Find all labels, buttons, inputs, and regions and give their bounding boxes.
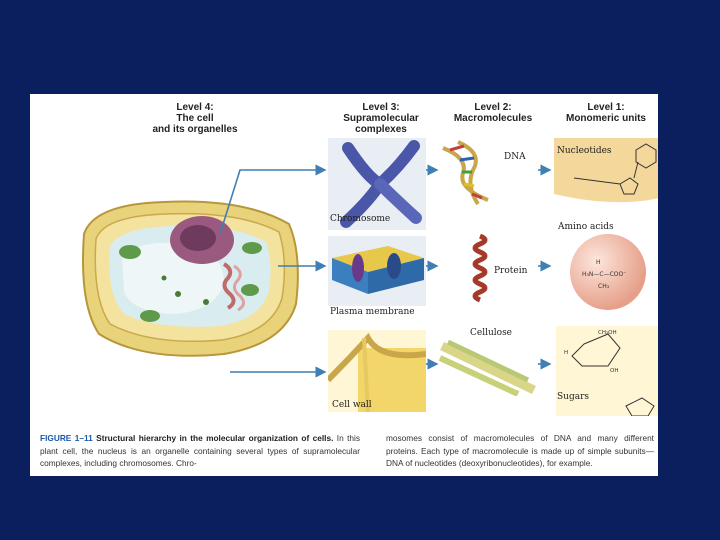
level-1-header: Level 1: Monomeric units <box>552 102 658 124</box>
level-4-line-3: and its organelles <box>152 124 238 135</box>
figure-title: Structural hierarchy in the molecular or… <box>96 433 334 443</box>
amino-acid-panel: H H₃N—C—COO⁻ CH₃ <box>570 234 646 310</box>
svg-text:CH₂OH: CH₂OH <box>598 330 617 336</box>
svg-text:H₃N—C—COO⁻: H₃N—C—COO⁻ <box>582 271 626 278</box>
figure-caption-left: FIGURE 1–11 Structural hierarchy in the … <box>40 432 360 470</box>
figure-panel: Level 4: The cell and its organelles Lev… <box>30 94 658 476</box>
plasma-membrane-panel <box>328 236 426 306</box>
level-2-header: Level 2: Macromolecules <box>438 102 548 124</box>
level-2-line-1: Level 2: <box>474 102 512 113</box>
svg-text:H: H <box>564 350 568 356</box>
level-2-line-2: Macromolecules <box>453 113 533 124</box>
svg-text:OH: OH <box>610 368 618 374</box>
svg-text:H: H <box>596 259 601 266</box>
amino-acids-label: Amino acids <box>558 222 614 232</box>
chromosome-panel <box>328 138 426 230</box>
cell-wall-panel <box>328 330 426 412</box>
svg-text:CH₃: CH₃ <box>598 283 610 290</box>
level-1-line-1: Level 1: <box>587 102 625 113</box>
dna-label: DNA <box>504 152 526 162</box>
cellulose-panel <box>438 340 536 396</box>
level-1-line-2: Monomeric units <box>565 113 646 124</box>
level-4-header: Level 4: The cell and its organelles <box>140 102 250 135</box>
level-3-header: Level 3: Supramolecular complexes <box>326 102 436 135</box>
sugar-panel: CH₂OH H OH <box>556 326 658 416</box>
caption-text-right: mosomes consist of macromolecules of DNA… <box>386 433 654 468</box>
level-4-line-1: Level 4: <box>176 102 214 113</box>
plant-cell-illustration <box>82 200 299 357</box>
cell-wall-label: Cell wall <box>332 400 372 410</box>
level-3-line-3: complexes <box>355 124 407 135</box>
dna-panel <box>442 140 489 206</box>
level-3-line-2: Supramolecular <box>343 113 419 124</box>
figure-number: FIGURE 1–11 <box>40 433 93 443</box>
level-3-line-1: Level 3: <box>362 102 400 113</box>
caption-text-left: In this plant cell, the nucleus is an or… <box>40 433 361 468</box>
plasma-membrane-label: Plasma membrane <box>330 307 415 317</box>
cellulose-label: Cellulose <box>470 328 513 338</box>
sugars-label: Sugars <box>557 392 590 402</box>
connector-arrows <box>219 164 552 378</box>
level-4-line-2: The cell <box>176 113 214 124</box>
protein-panel <box>472 234 488 303</box>
chromosome-label: Chromosome <box>330 214 391 224</box>
nucleotides-panel <box>554 138 658 203</box>
nucleotides-label: Nucleotides <box>557 146 612 156</box>
protein-label: Protein <box>494 266 528 276</box>
figure-caption-right: mosomes consist of macromolecules of DNA… <box>386 432 654 470</box>
